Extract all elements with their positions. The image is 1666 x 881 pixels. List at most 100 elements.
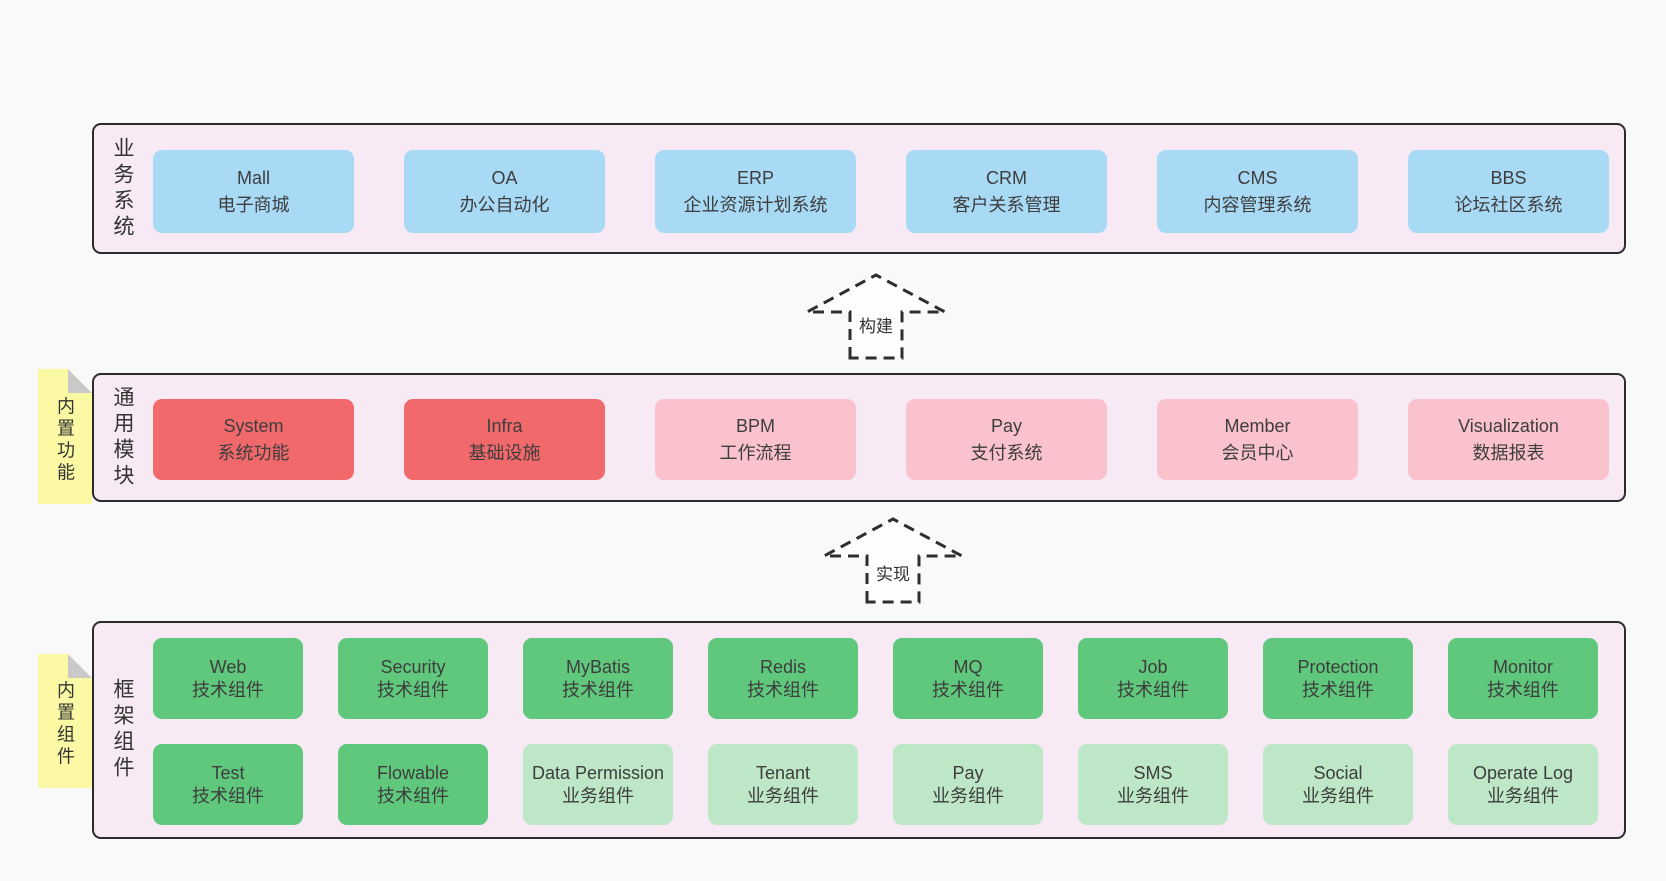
- box-row: Web 技术组件 Security 技术组件 MyBatis 技术组件 Redi…: [153, 638, 1598, 719]
- box-tenant: Tenant 业务组件: [708, 744, 858, 825]
- box-title: Security: [380, 656, 446, 677]
- box-sms: SMS 业务组件: [1078, 744, 1228, 825]
- box-security: Security 技术组件: [338, 638, 488, 719]
- sticky-note-label: 内置功能: [55, 396, 75, 485]
- box-title: BBS: [1490, 168, 1527, 189]
- box-subtitle: 基础设施: [468, 442, 541, 463]
- box-subtitle: 技术组件: [192, 785, 264, 806]
- box-protection: Protection 技术组件: [1263, 638, 1413, 719]
- box-subtitle: 技术组件: [377, 785, 449, 806]
- up-arrow-implement: [823, 517, 963, 604]
- box-subtitle: 技术组件: [377, 679, 449, 700]
- band-label: 框架组件: [111, 678, 134, 782]
- box-subtitle: 内容管理系统: [1203, 194, 1312, 215]
- box-title: Flowable: [376, 762, 450, 783]
- box-title: Tenant: [755, 762, 811, 783]
- box-title: MyBatis: [565, 656, 630, 677]
- box-oa: OA 办公自动化: [404, 150, 605, 233]
- box-title: Job: [1138, 656, 1168, 677]
- box-title: Member: [1224, 416, 1291, 437]
- box-subtitle: 技术组件: [932, 679, 1004, 700]
- box-title: Pay: [990, 416, 1023, 437]
- box-title: CMS: [1237, 168, 1278, 189]
- box-title: Redis: [759, 656, 807, 677]
- box-mq: MQ 技术组件: [893, 638, 1043, 719]
- box-job: Job 技术组件: [1078, 638, 1228, 719]
- box-subtitle: 技术组件: [1487, 679, 1559, 700]
- band-business-systems: 业务系统 Mall 电子商城 OA 办公自动化 ERP 企业资源计划系统 CRM…: [92, 123, 1626, 254]
- box-row: System 系统功能 Infra 基础设施 BPM 工作流程 Pay 支付系统…: [153, 399, 1609, 480]
- box-subtitle: 数据报表: [1472, 442, 1545, 463]
- box-subtitle: 技术组件: [747, 679, 819, 700]
- box-subtitle: 系统功能: [217, 442, 290, 463]
- box-subtitle: 业务组件: [1117, 785, 1189, 806]
- box-title: Pay: [952, 762, 984, 783]
- box-erp: ERP 企业资源计划系统: [655, 150, 856, 233]
- box-row: Test 技术组件 Flowable 技术组件 Data Permission …: [153, 744, 1598, 825]
- box-subtitle: 业务组件: [562, 785, 634, 806]
- band-common-modules: 通用模块 System 系统功能 Infra 基础设施 BPM 工作流程 Pay…: [92, 373, 1626, 502]
- box-title: MQ: [953, 656, 983, 677]
- box-subtitle: 技术组件: [1302, 679, 1374, 700]
- box-title: System: [223, 416, 284, 437]
- box-monitor: Monitor 技术组件: [1448, 638, 1598, 719]
- box-title: Data Permission: [531, 762, 665, 783]
- box-pay-component: Pay 业务组件: [893, 744, 1043, 825]
- box-subtitle: 电子商城: [217, 194, 290, 215]
- box-title: CRM: [986, 168, 1027, 189]
- box-web: Web 技术组件: [153, 638, 303, 719]
- box-subtitle: 工作流程: [719, 442, 792, 463]
- box-flowable: Flowable 技术组件: [338, 744, 488, 825]
- box-member: Member 会员中心: [1157, 399, 1358, 480]
- up-arrow-shape: [823, 517, 963, 604]
- box-title: BPM: [735, 416, 775, 437]
- band-label: 业务系统: [111, 136, 134, 241]
- box-subtitle: 技术组件: [562, 679, 634, 700]
- box-title: Mall: [236, 168, 270, 189]
- box-subtitle: 业务组件: [1302, 785, 1374, 806]
- box-title: Test: [211, 762, 245, 783]
- box-title: SMS: [1133, 762, 1173, 783]
- box-cms: CMS 内容管理系统: [1157, 150, 1358, 233]
- box-subtitle: 会员中心: [1221, 442, 1294, 463]
- box-subtitle: 企业资源计划系统: [683, 194, 828, 215]
- box-subtitle: 办公自动化: [459, 194, 550, 215]
- box-subtitle: 业务组件: [747, 785, 819, 806]
- box-mall: Mall 电子商城: [153, 150, 354, 233]
- box-test: Test 技术组件: [153, 744, 303, 825]
- box-title: Protection: [1297, 656, 1379, 677]
- box-subtitle: 支付系统: [970, 442, 1043, 463]
- sticky-note-builtin-components: 内置组件: [38, 654, 92, 788]
- sticky-note-builtin-features: 内置功能: [38, 369, 92, 504]
- box-pay-system: Pay 支付系统: [906, 399, 1107, 480]
- box-data-permission: Data Permission 业务组件: [523, 744, 673, 825]
- arrow-label-build: 构建: [859, 317, 893, 336]
- box-social: Social 业务组件: [1263, 744, 1413, 825]
- box-visualization: Visualization 数据报表: [1408, 399, 1609, 480]
- up-arrow-build: [806, 273, 946, 360]
- box-subtitle: 客户关系管理: [952, 194, 1061, 215]
- box-mybatis: MyBatis 技术组件: [523, 638, 673, 719]
- box-bpm: BPM 工作流程: [655, 399, 856, 480]
- arrow-label-implement: 实现: [876, 565, 910, 584]
- box-bbs: BBS 论坛社区系统: [1408, 150, 1609, 233]
- sticky-note-label: 内置组件: [55, 680, 75, 769]
- box-subtitle: 技术组件: [1117, 679, 1189, 700]
- up-arrow-shape: [806, 273, 946, 360]
- box-system: System 系统功能: [153, 399, 354, 480]
- band-label: 通用模块: [111, 385, 134, 490]
- box-title: Infra: [486, 416, 523, 437]
- box-title: Operate Log: [1472, 762, 1574, 783]
- box-title: ERP: [736, 168, 774, 189]
- box-title: Social: [1313, 762, 1363, 783]
- box-subtitle: 论坛社区系统: [1454, 194, 1563, 215]
- band-framework-components: 框架组件 Web 技术组件 Security 技术组件 MyBatis 技术组件…: [92, 621, 1626, 839]
- box-subtitle: 业务组件: [932, 785, 1004, 806]
- box-title: Web: [209, 656, 247, 677]
- box-operate-log: Operate Log 业务组件: [1448, 744, 1598, 825]
- box-subtitle: 技术组件: [192, 679, 264, 700]
- box-title: OA: [491, 168, 518, 189]
- box-crm: CRM 客户关系管理: [906, 150, 1107, 233]
- box-title: Visualization: [1458, 416, 1559, 437]
- box-subtitle: 业务组件: [1487, 785, 1559, 806]
